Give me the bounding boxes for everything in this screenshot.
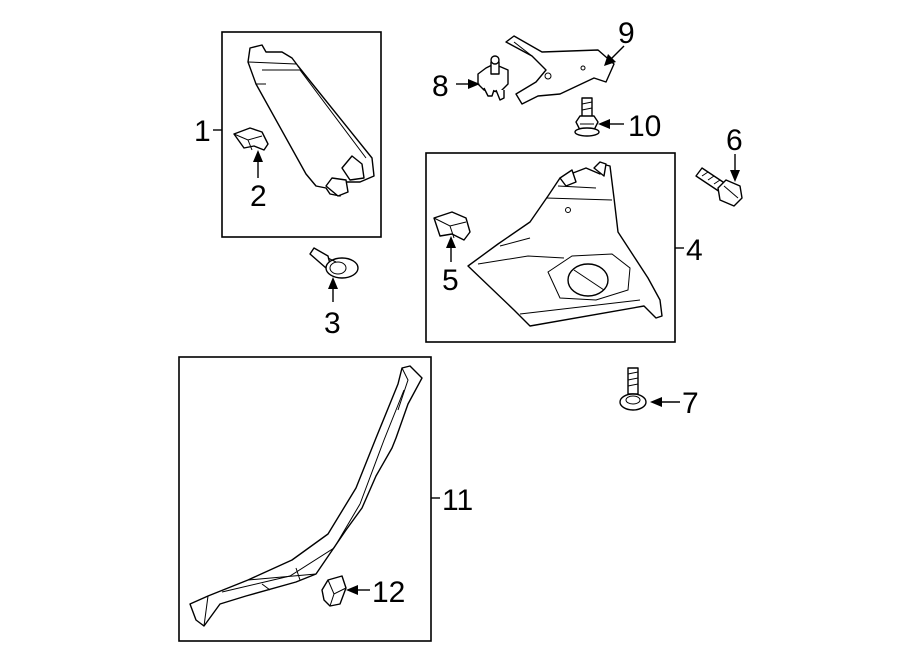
screw-7-drawing [619,367,647,411]
sill-trim-box [178,356,432,642]
callout-5: 5 [442,264,459,297]
clip-12-drawing [321,575,347,607]
callout-12: 12 [372,576,405,609]
callout-8: 8 [432,70,449,103]
leader-lines [213,45,740,595]
callout-4: 4 [686,234,703,267]
callout-7: 7 [682,387,699,420]
callout-6: 6 [726,124,743,157]
bracket-8-drawing [477,55,509,101]
quarter-trim-drawing [467,161,663,327]
bolt-10-drawing [574,97,600,137]
callout-2: 2 [250,180,267,213]
clip-5-drawing [433,211,471,241]
callout-3: 3 [324,307,341,340]
callout-1: 1 [194,115,211,148]
lower-pillar-trim-drawing [189,365,423,627]
push-pin-3-drawing [309,247,359,279]
callout-10: 10 [628,110,661,143]
pillar-trim-box [221,31,382,238]
clip-2-drawing [233,127,269,151]
callout-9: 9 [618,17,635,50]
upper-pillar-trim-drawing [247,44,375,197]
bracket-9-drawing [505,35,615,105]
callout-11: 11 [442,484,473,517]
bolt-6-drawing [695,167,743,207]
